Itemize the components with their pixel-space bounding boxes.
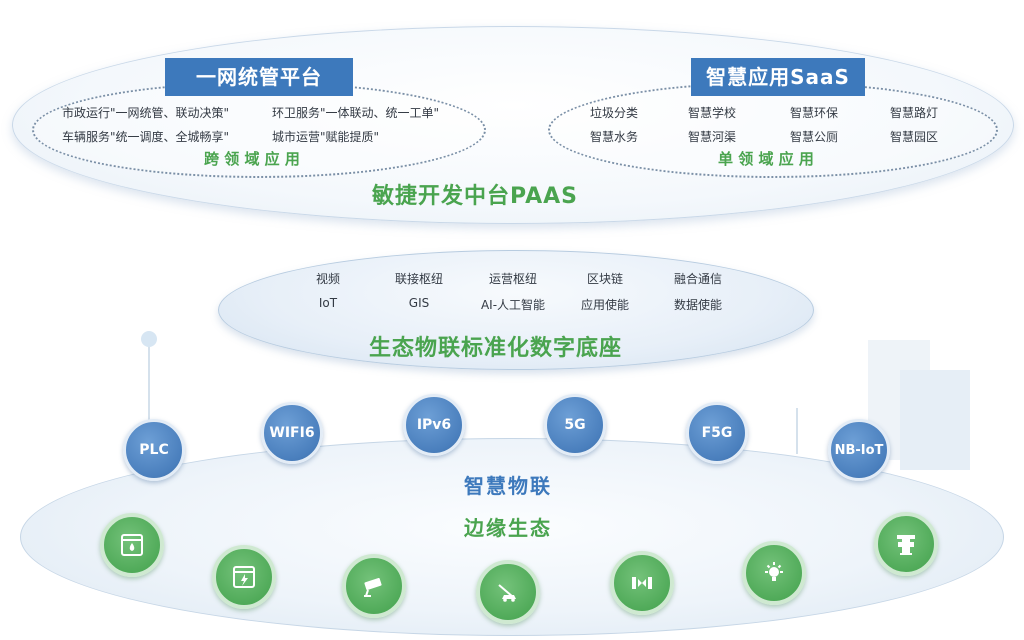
- water-meter-icon: [100, 513, 164, 577]
- base-capability: IoT: [318, 296, 338, 310]
- single-domain-item: 智慧水务: [590, 130, 639, 144]
- cross-domain-label: 跨 领 域 应 用: [204, 150, 300, 168]
- cross-domain-region: [32, 82, 486, 178]
- valve-icon: [610, 551, 674, 615]
- smart-light-icon: [742, 541, 806, 605]
- background-building: [900, 370, 970, 470]
- smart-saas-banner: 智慧应用SaaS: [691, 58, 865, 96]
- cross-domain-item: 车辆服务"统一调度、全城畅享": [62, 130, 230, 144]
- single-domain-item: 垃圾分类: [590, 106, 639, 120]
- background-signal-pole: [148, 338, 150, 438]
- single-domain-region: [548, 82, 998, 178]
- protocol-ipv6: IPv6: [403, 394, 465, 456]
- base-capability: 应用使能: [580, 298, 629, 312]
- single-domain-item: 智慧河渠: [688, 130, 737, 144]
- single-domain-item: 智慧公厕: [790, 130, 839, 144]
- cross-domain-item: 城市运营"赋能提质": [272, 130, 380, 144]
- base-capability: AI-人工智能: [480, 298, 546, 312]
- protocol-f5g: F5G: [686, 402, 748, 464]
- digital-base-ellipse: [218, 250, 814, 370]
- base-capability: 视频: [315, 272, 340, 286]
- electric-meter-icon: [212, 545, 276, 609]
- single-domain-item: 智慧路灯: [890, 106, 939, 120]
- single-domain-item: 智慧学校: [688, 106, 737, 120]
- base-capability: 区块链: [586, 272, 623, 286]
- single-domain-item: 智慧环保: [790, 106, 839, 120]
- hydrant-icon: [874, 512, 938, 576]
- parking-gate-icon: [476, 560, 540, 624]
- edge-ecosystem-title: 边缘生态: [464, 516, 552, 540]
- unified-management-banner: 一网统管平台: [165, 58, 353, 96]
- cross-domain-item: 市政运行"一网统管、联动决策": [62, 106, 230, 120]
- background-signal-pole: [796, 408, 798, 454]
- protocol-nb-iot: NB-IoT: [828, 419, 890, 481]
- protocol-plc: PLC: [123, 419, 185, 481]
- base-capability: GIS: [408, 296, 430, 310]
- single-domain-label: 单 领 域 应 用: [718, 150, 814, 168]
- digital-base-title: 生态物联标准化数字底座: [369, 336, 623, 361]
- base-capability: 融合通信: [673, 272, 722, 286]
- base-capability: 数据使能: [673, 298, 722, 312]
- protocol-5g: 5G: [544, 394, 606, 456]
- base-capability: 联接枢纽: [394, 272, 443, 286]
- base-capability: 运营枢纽: [488, 272, 537, 286]
- protocol-wifi6: WIFI6: [261, 402, 323, 464]
- single-domain-item: 智慧园区: [890, 130, 939, 144]
- surveillance-camera-icon: [342, 554, 406, 618]
- smart-iot-title: 智慧物联: [464, 474, 552, 498]
- cross-domain-item: 环卫服务"一体联动、统一工单": [272, 106, 440, 120]
- paas-title: 敏捷开发中台PAAS: [372, 184, 579, 209]
- background-signal-glow: [141, 331, 157, 347]
